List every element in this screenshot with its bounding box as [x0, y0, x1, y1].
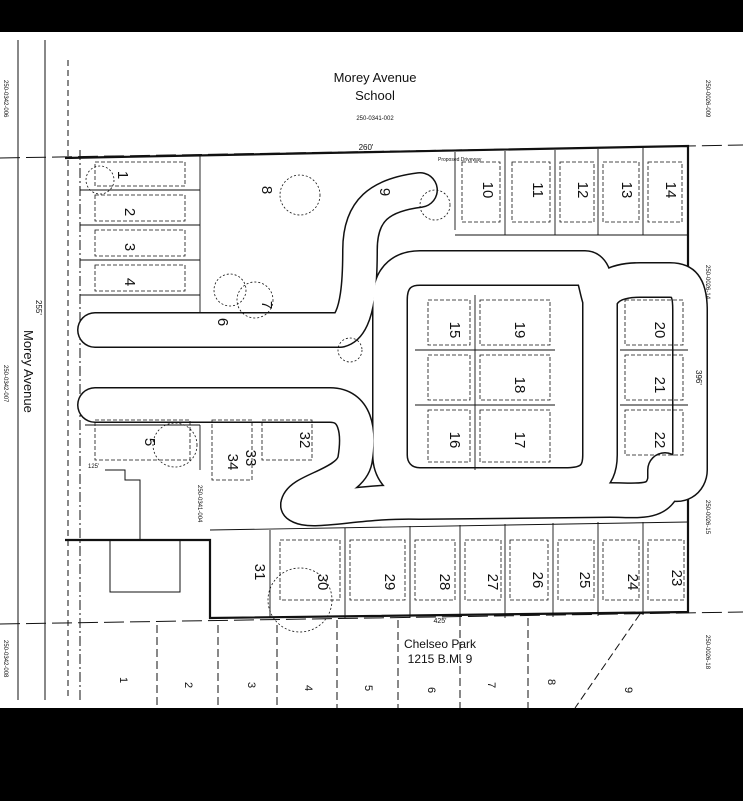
subdivision-name: Chelseo Park [404, 637, 477, 651]
south-frontage: 425' [433, 618, 446, 625]
parcel-label: 250-0342-007 [2, 365, 8, 403]
lot-number: 22 [651, 432, 668, 449]
lot-number: 8 [258, 186, 275, 194]
lot-number: 24 [624, 574, 641, 591]
lot-number: 26 [529, 572, 546, 589]
parcel-label: 250-0026-14 [704, 265, 710, 300]
site-plan-sheet: Morey Avenue School 250-0341-002 260' Pr… [0, 32, 743, 708]
lot-number: 28 [436, 574, 453, 591]
lot-number: 11 [529, 182, 546, 198]
roadways [77, 172, 708, 527]
lot-number: 10 [479, 182, 496, 199]
subdivision-book: 1215 B.M. 9 [408, 652, 473, 666]
building-footprint [109, 539, 181, 593]
lot-number: 31 [251, 564, 268, 581]
adjacent-lot-number: 7 [485, 682, 497, 688]
adjacent-lot-number: 5 [362, 685, 374, 691]
parcel-label: 250-0342-006 [2, 80, 8, 118]
street-name: Morey Avenue [21, 330, 36, 413]
parcel-label: 250-0341-004 [196, 485, 202, 523]
lot-lines [80, 148, 689, 618]
adjacent-lot-number: 4 [302, 685, 314, 691]
north-line [0, 144, 743, 159]
lot-number: 4 [121, 278, 138, 286]
lot-number: 32 [296, 432, 313, 449]
lot-number: 9 [376, 188, 393, 196]
lot-number: 23 [668, 570, 685, 587]
lot-number: 29 [381, 574, 398, 591]
right-dimension: 396' [694, 370, 703, 385]
adjacent-lot-number: 2 [182, 682, 194, 688]
lot-number: 5 [141, 438, 158, 446]
lot-number: 6 [214, 318, 231, 326]
lot-number: 17 [511, 432, 528, 449]
site-plan-drawing: Morey Avenue School 250-0341-002 260' Pr… [0, 40, 743, 708]
lot-number: 25 [576, 572, 593, 589]
lot-number: 16 [446, 432, 463, 449]
adjacent-lot-number: 9 [622, 687, 634, 693]
building-outline [105, 469, 141, 540]
lot-number: 27 [484, 574, 501, 591]
lot-number: 7 [258, 301, 275, 309]
school-name-line1: Morey Avenue [334, 70, 417, 85]
lot-number: 2 [121, 208, 138, 216]
lot-number: 30 [314, 574, 331, 591]
parcel-label: 250-0026-18 [704, 635, 710, 670]
tree-symbols [85, 165, 451, 633]
lot-number: 34 [224, 454, 241, 471]
lot-number: 21 [651, 377, 668, 394]
parcel-label: 250-0026-009 [704, 80, 710, 118]
adjacent-lot-lines [156, 613, 641, 708]
adjacent-lot-number: 8 [545, 679, 557, 685]
adjacent-lot-number: 1 [117, 677, 129, 683]
top-dimension: 260' [359, 143, 374, 152]
lot-number: 15 [446, 322, 463, 339]
bottom-frame [0, 708, 743, 801]
lot-number: 33 [242, 450, 259, 467]
lot-number: 20 [651, 322, 668, 339]
left-frontage: 125' [88, 464, 99, 470]
building-envelopes [94, 161, 685, 601]
parcel-label: 250-0026-15 [704, 500, 710, 535]
school-name-line2: School [355, 88, 395, 103]
proposed-driveway-label: Proposed Driveway [438, 157, 482, 163]
lot-number: 1 [114, 171, 131, 179]
lot-number: 19 [511, 322, 528, 339]
adjacent-lot-numbers: 1 2 3 4 5 6 7 8 9 [117, 677, 634, 693]
adjacent-lot-number: 6 [425, 687, 437, 693]
lot-number: 12 [574, 182, 591, 199]
lot-number: 3 [121, 243, 138, 251]
street-width: 255' [34, 300, 43, 315]
lot-number: 18 [511, 377, 528, 394]
parcel-label: 250-0342-008 [2, 640, 8, 678]
lot-number: 14 [662, 182, 679, 199]
lot-number: 13 [618, 182, 635, 199]
adjacent-lot-number: 3 [245, 682, 257, 688]
south-line [0, 611, 743, 625]
school-parcel: 250-0341-002 [356, 116, 394, 122]
